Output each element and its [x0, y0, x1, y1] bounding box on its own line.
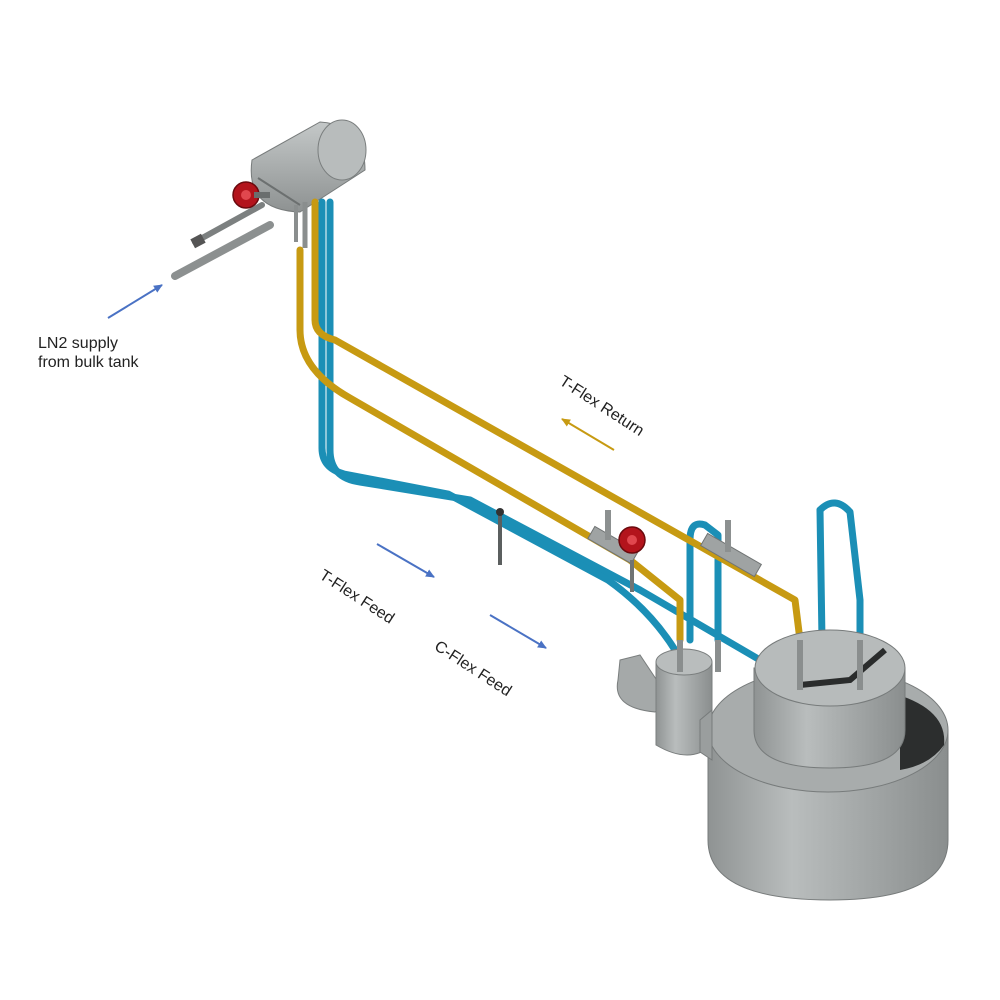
flow-arrows: [107, 284, 615, 649]
valve-icon: [618, 526, 646, 554]
arrow-icon: [489, 614, 547, 649]
main-cryostat: [699, 629, 949, 901]
pipe-support: [496, 508, 504, 565]
arrow-icon: [376, 543, 435, 578]
supply-pipe: [171, 202, 274, 280]
ln2-supply-label-line2: from bulk tank: [38, 354, 139, 371]
vent-piping: [294, 202, 308, 248]
feed-lines: [318, 198, 864, 664]
t-flex-return-line: [296, 198, 804, 644]
arrow-icon: [561, 418, 615, 451]
ln2-supply-label-line1: LN2 supply: [38, 335, 119, 352]
ln2-supply-label: LN2 supply from bulk tank: [38, 334, 138, 372]
valve-icon: [232, 181, 270, 209]
small-dewar: [616, 640, 721, 756]
phase-separator: [250, 119, 367, 213]
t-flex-feed-line: [318, 198, 679, 654]
c-flex-feed-line: [326, 198, 764, 664]
c-flex-bypass-line: [816, 499, 864, 644]
arrow-icon: [107, 284, 163, 319]
return-valve-assembly: [587, 510, 763, 592]
